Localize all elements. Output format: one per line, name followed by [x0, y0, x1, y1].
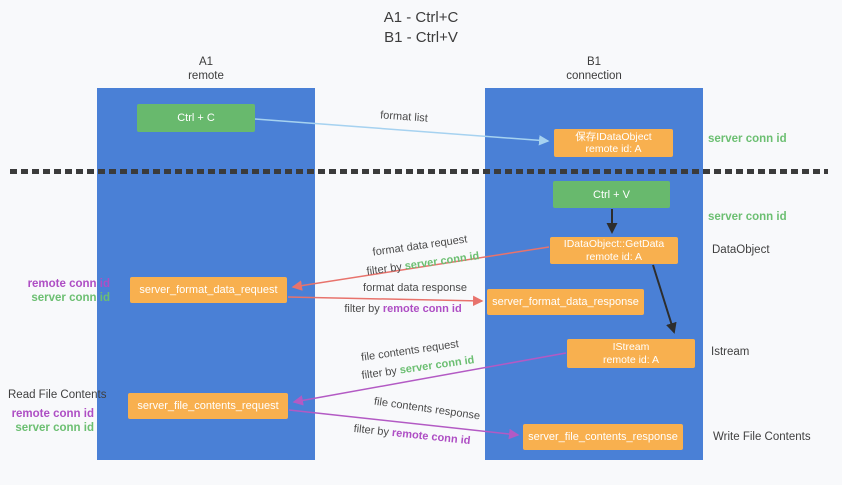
title-line-2: B1 - Ctrl+V: [384, 29, 458, 46]
node-ctrl-c-label: Ctrl + C: [177, 112, 215, 124]
filter-by-text: filter by: [360, 364, 401, 382]
remote-conn-id-text: remote conn id: [382, 303, 462, 315]
label-file-contents-response: file contents response: [373, 395, 481, 423]
node-idataobject-getdata: IDataObject::GetData remote id: A: [550, 237, 678, 264]
write-file-contents-label: Write File Contents: [713, 431, 811, 443]
server-conn-id-text: server conn id: [398, 354, 476, 377]
server-conn-id-right-2: server conn id: [708, 211, 787, 223]
diagram-title: A1 - Ctrl+C B1 - Ctrl+V: [0, 8, 842, 48]
filter-by-text: filter by: [365, 260, 406, 278]
node-ctrl-c: Ctrl + C: [137, 104, 255, 132]
istream-label: Istream: [711, 346, 750, 358]
label-format-list: format list: [379, 109, 429, 125]
dotted-separator-line: [10, 169, 828, 174]
node-ctrl-v-label: Ctrl + V: [593, 188, 630, 201]
lane-a-id: A1: [198, 56, 214, 68]
node-istream: IStream remote id: A: [567, 339, 695, 368]
server-conn-id-label: server conn id: [31, 292, 110, 304]
node-server-file-contents-request: server_file_contents_request: [128, 393, 288, 419]
node-server-file-contents-response: server_file_contents_response: [523, 424, 683, 450]
node-save-idataobject-line1: 保存IDataObject: [575, 130, 652, 143]
label-filter-by-remote-conn-id-2: filter by remote conn id: [353, 423, 471, 447]
dataobject-label: DataObject: [712, 244, 770, 256]
lane-b-id: B1: [586, 56, 602, 68]
remote-conn-id-label: remote conn id: [27, 278, 110, 290]
node-server-file-contents-request-label: server_file_contents_request: [137, 400, 279, 412]
node-server-format-data-request: server_format_data_request: [130, 277, 287, 303]
lane-a-role: remote: [188, 70, 224, 82]
remote-conn-id-text: remote conn id: [391, 426, 471, 448]
server-conn-id-right-1: server conn id: [708, 133, 787, 145]
lane-b-header: B1 connection: [485, 55, 703, 83]
lane-b-role: connection: [566, 70, 622, 82]
node-server-file-contents-response-label: server_file_contents_response: [528, 431, 678, 443]
server-conn-id-text: server conn id: [403, 250, 481, 273]
label-filter-by-remote-conn-id-1: filter by remote conn id: [344, 303, 461, 315]
node-save-idataobject-line2: remote id: A: [585, 143, 642, 155]
filter-by-text: filter by: [344, 303, 383, 315]
node-getdata-line1: IDataObject::GetData: [563, 238, 665, 250]
left-conn-id-group-bottom: remote conn id server conn id: [0, 407, 94, 435]
arrow-format-data-response: [287, 295, 484, 307]
node-save-idataobject: 保存IDataObject remote id: A: [554, 129, 673, 157]
node-server-format-data-response: server_format_data_response: [487, 289, 644, 315]
filter-by-text: filter by: [353, 422, 393, 439]
node-ctrl-v: Ctrl + V: [553, 181, 670, 208]
remote-conn-id-label: remote conn id: [11, 408, 94, 420]
read-file-contents-label: Read File Contents: [8, 389, 107, 401]
server-conn-id-label: server conn id: [15, 422, 94, 434]
left-conn-id-group-top: remote conn id server conn id: [0, 277, 110, 305]
node-server-format-data-response-label: server_format_data_response: [492, 296, 639, 308]
node-istream-line1: IStream: [612, 341, 650, 353]
label-format-data-response: format data response: [363, 282, 467, 294]
node-server-format-data-request-label: server_format_data_request: [139, 284, 278, 296]
lane-a-header: A1 remote: [97, 55, 315, 83]
title-line-1: A1 - Ctrl+C: [383, 9, 459, 26]
node-istream-line2: remote id: A: [602, 353, 660, 366]
node-getdata-line2: remote id: A: [585, 250, 643, 263]
